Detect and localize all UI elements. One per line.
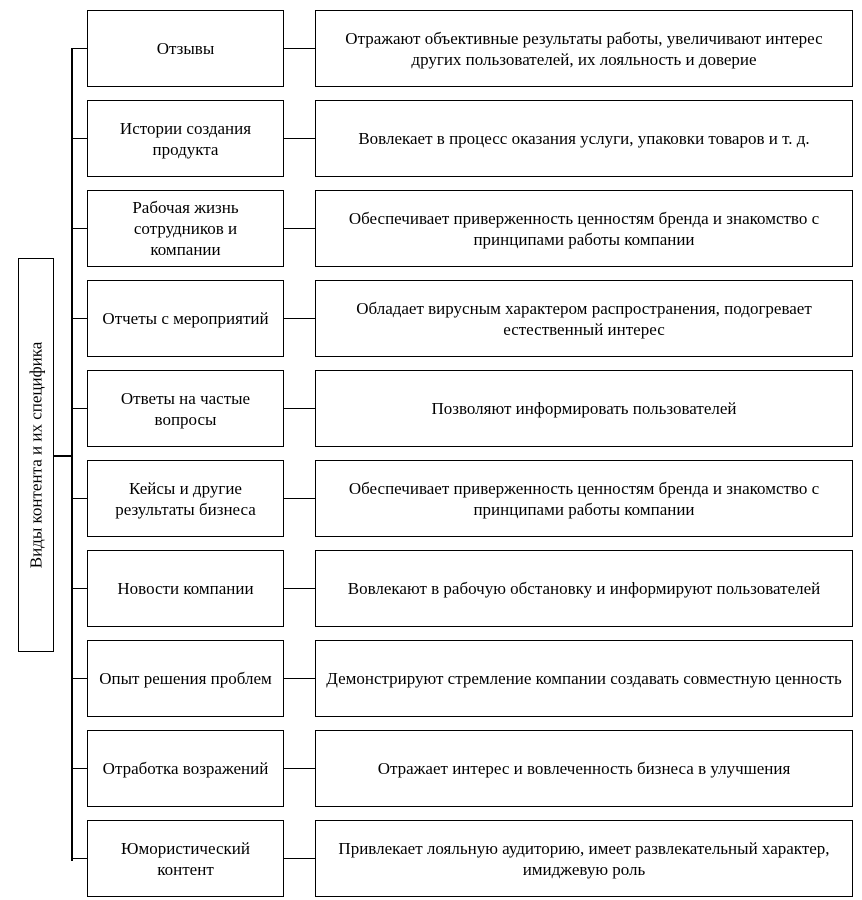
type-to-description-line bbox=[284, 497, 315, 500]
type-to-description-line bbox=[284, 587, 315, 590]
trunk-branch-line bbox=[71, 407, 87, 410]
description-box: Отражают объективные результаты работы, … bbox=[315, 10, 853, 87]
type-to-description-line bbox=[284, 767, 315, 770]
content-type-label: Кейсы и другие результаты бизнеса bbox=[115, 478, 256, 519]
type-to-description-line bbox=[284, 317, 315, 320]
content-type-box: Рабочая жизнь сотрудников и компании bbox=[87, 190, 284, 267]
description-box: Обладает вирусным характером распростран… bbox=[315, 280, 853, 357]
description-text: Вовлекают в рабочую обстановку и информи… bbox=[347, 579, 821, 598]
content-type-box: Опыт решения проблем bbox=[87, 640, 284, 717]
type-to-description-line bbox=[284, 137, 315, 140]
description-text: Демонстрируют стремление компании создав… bbox=[326, 669, 842, 688]
content-type-label: Отчеты с мероприятий bbox=[102, 309, 269, 328]
trunk-branch-line bbox=[71, 317, 87, 320]
content-type-label: Отзывы bbox=[156, 39, 215, 58]
content-type-box: Ответы на частые вопросы bbox=[87, 370, 284, 447]
trunk-branch-line bbox=[71, 587, 87, 590]
type-to-description-line bbox=[284, 47, 315, 50]
content-type-label: Новости компании bbox=[117, 579, 254, 598]
root-label: Виды контента и их специфика bbox=[26, 341, 46, 569]
description-text: Вовлекает в процесс оказания услуги, упа… bbox=[358, 129, 810, 148]
description-box: Вовлекает в процесс оказания услуги, упа… bbox=[315, 100, 853, 177]
description-text: Обладает вирусным характером распростран… bbox=[356, 298, 812, 339]
description-box: Демонстрируют стремление компании создав… bbox=[315, 640, 853, 717]
content-type-box: Отчеты с мероприятий bbox=[87, 280, 284, 357]
description-text: Отражает интерес и вовлеченность бизнеса… bbox=[377, 759, 791, 778]
description-text: Позволяют информировать пользователей bbox=[431, 399, 737, 418]
content-type-label: Отработка возражений bbox=[102, 759, 269, 778]
content-type-label: Ответы на частые вопросы bbox=[120, 388, 251, 429]
content-type-label: Опыт решения проблем bbox=[99, 669, 272, 688]
type-to-description-line bbox=[284, 857, 315, 860]
content-type-box: Истории создания продукта bbox=[87, 100, 284, 177]
description-text: Обеспечивает приверженность ценностям бр… bbox=[348, 208, 820, 249]
description-box: Позволяют информировать пользователей bbox=[315, 370, 853, 447]
description-box: Вовлекают в рабочую обстановку и информи… bbox=[315, 550, 853, 627]
description-box: Отражает интерес и вовлеченность бизнеса… bbox=[315, 730, 853, 807]
description-box: Обеспечивает приверженность ценностям бр… bbox=[315, 460, 853, 537]
content-type-box: Юмористический контент bbox=[87, 820, 284, 897]
type-to-description-line bbox=[284, 407, 315, 410]
description-text: Обеспечивает приверженность ценностям бр… bbox=[348, 478, 820, 519]
trunk-branch-line bbox=[71, 677, 87, 680]
content-type-box: Отзывы bbox=[87, 10, 284, 87]
content-type-label: Истории создания продукта bbox=[119, 118, 252, 159]
content-type-label: Рабочая жизнь сотрудников и компании bbox=[132, 198, 239, 259]
trunk-branch-line bbox=[71, 47, 87, 50]
trunk-branch-line bbox=[71, 137, 87, 140]
description-box: Привлекает лояльную аудиторию, имеет раз… bbox=[315, 820, 853, 897]
content-type-box: Новости компании bbox=[87, 550, 284, 627]
trunk-branch-line bbox=[71, 767, 87, 770]
description-text: Привлекает лояльную аудиторию, имеет раз… bbox=[338, 838, 830, 879]
root-box: Виды контента и их специфика bbox=[18, 258, 54, 652]
description-text: Отражают объективные результаты работы, … bbox=[345, 28, 823, 69]
root-connector bbox=[54, 455, 71, 457]
trunk-branch-line bbox=[71, 227, 87, 230]
content-type-box: Отработка возражений bbox=[87, 730, 284, 807]
type-to-description-line bbox=[284, 677, 315, 680]
content-type-label: Юмористический контент bbox=[121, 838, 250, 879]
type-to-description-line bbox=[284, 227, 315, 230]
content-type-box: Кейсы и другие результаты бизнеса bbox=[87, 460, 284, 537]
trunk-branch-line bbox=[71, 497, 87, 500]
trunk-line bbox=[71, 48, 73, 861]
trunk-branch-line bbox=[71, 857, 87, 860]
description-box: Обеспечивает приверженность ценностям бр… bbox=[315, 190, 853, 267]
